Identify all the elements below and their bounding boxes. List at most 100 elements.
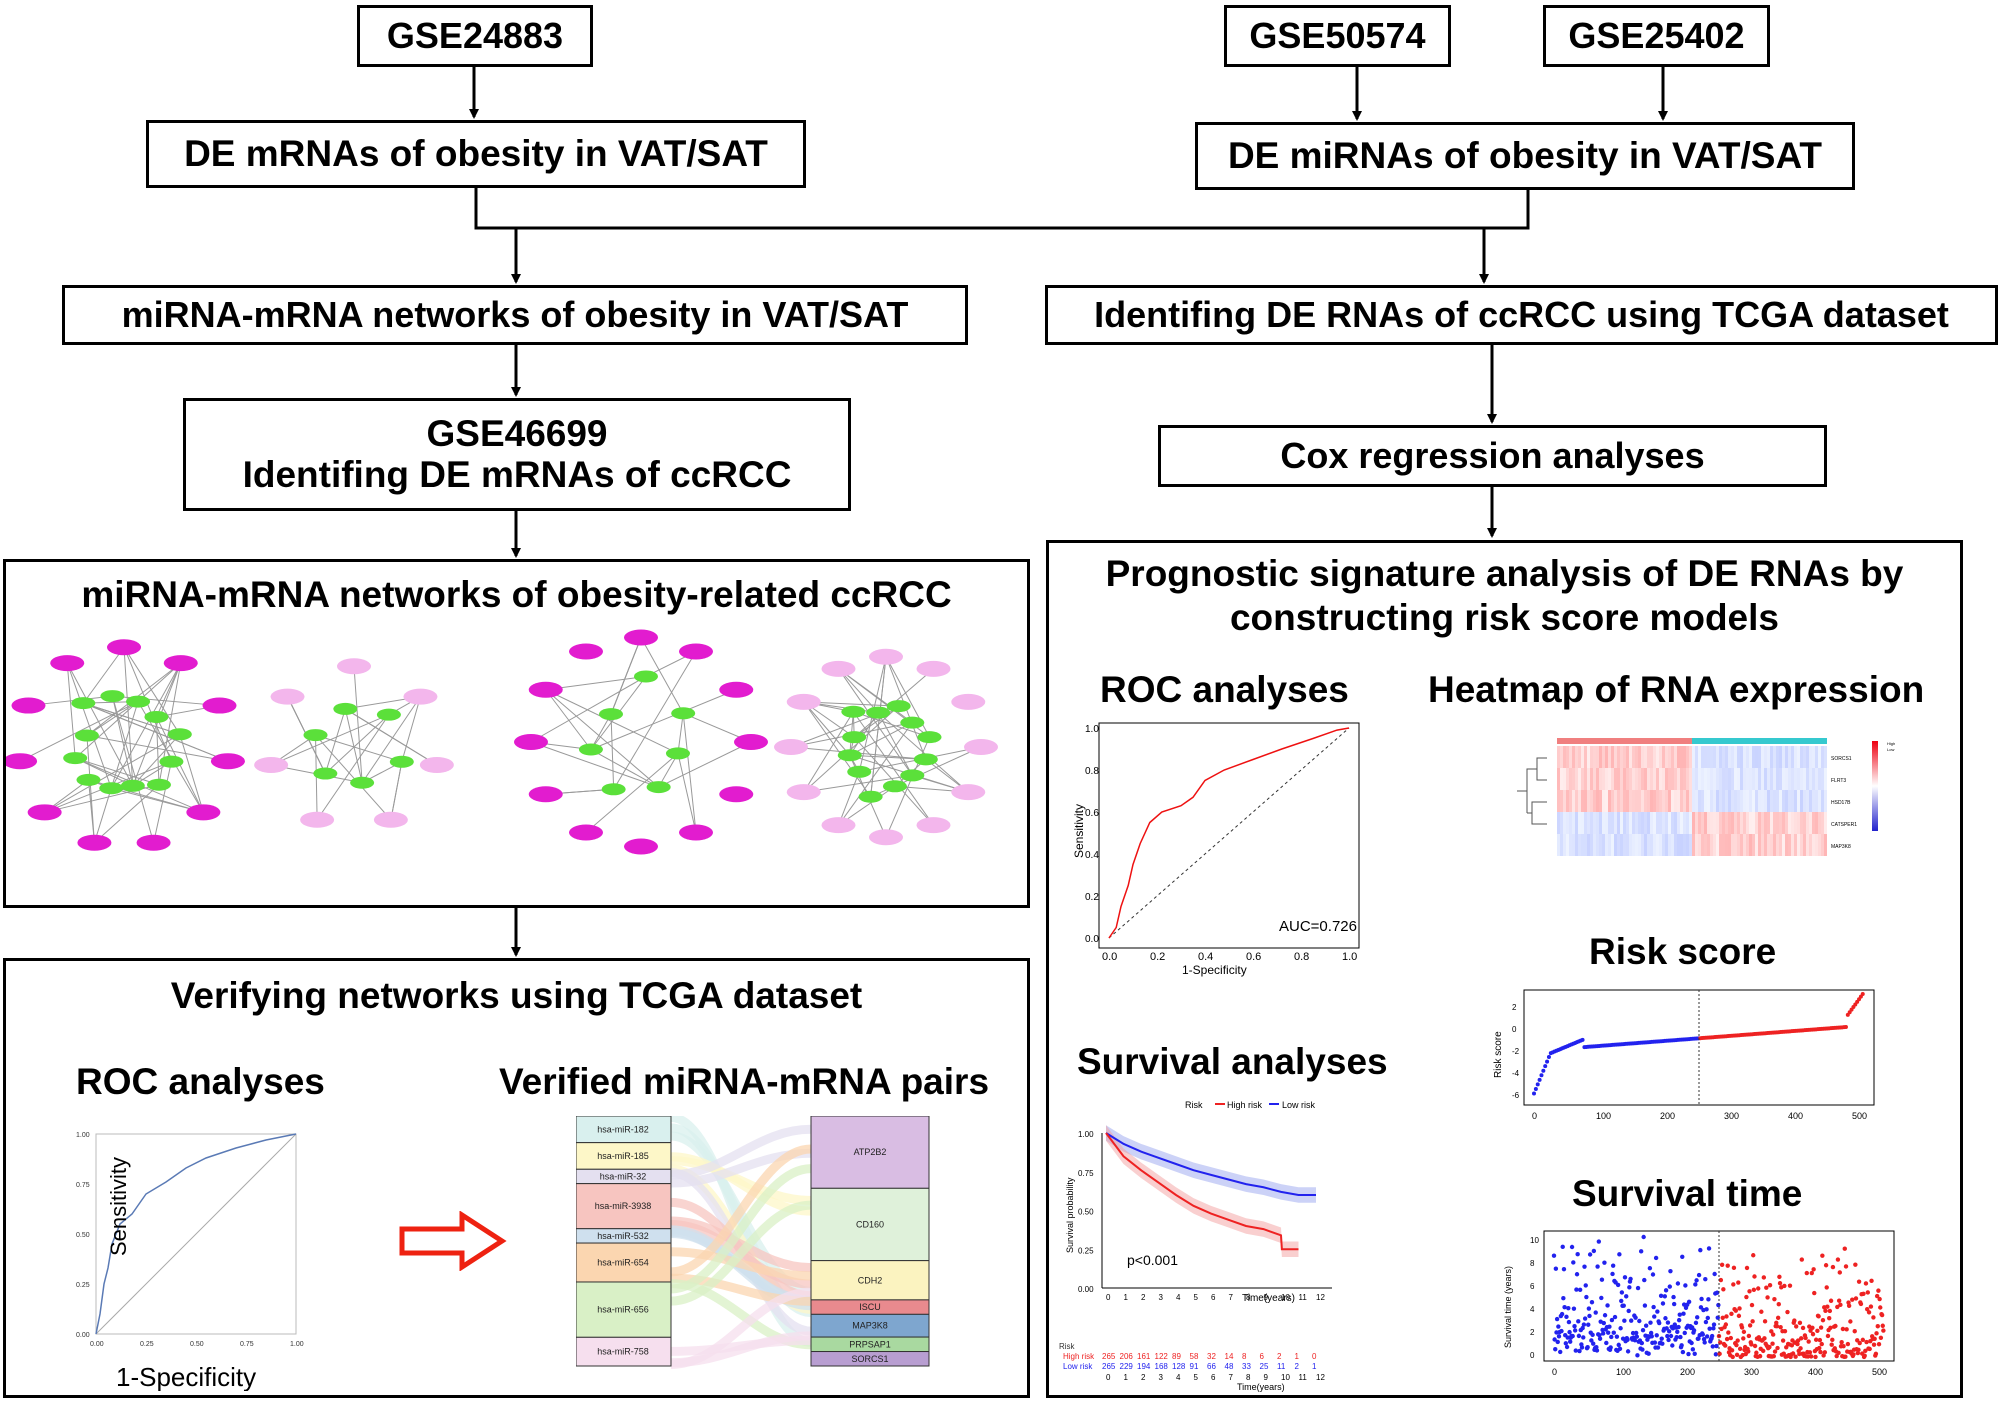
heatmap-cell [1734, 768, 1737, 790]
survtime-ytick: 0 [1530, 1351, 1535, 1360]
sankey-mirna-label: hsa-miR-654 [597, 1258, 649, 1268]
sankey-mrna-label: CD160 [856, 1219, 884, 1229]
survtime-point [1795, 1341, 1800, 1347]
survtime-point [1734, 1352, 1740, 1357]
heatmap-cell [1716, 768, 1719, 790]
roc-xtick: 1.0 [1342, 951, 1357, 963]
risk-table-high-value: 265 [1102, 1352, 1116, 1361]
heatmap-cell [1590, 746, 1593, 768]
heatmap-cell [1821, 790, 1824, 812]
survtime-point [1877, 1296, 1882, 1302]
survtime-point [1561, 1266, 1567, 1272]
survtime-point [1784, 1345, 1789, 1350]
survival-legend-high: High risk [1227, 1100, 1263, 1110]
heatmap-cell [1596, 834, 1599, 856]
survtime-point [1683, 1283, 1688, 1288]
heatmap-cell [1704, 768, 1707, 790]
heatmap-cell [1818, 834, 1821, 856]
heatmap-cell [1731, 790, 1734, 812]
survtime-point [1582, 1264, 1587, 1269]
survtime-point [1834, 1353, 1839, 1359]
survival-curve-low [1105, 1132, 1316, 1196]
survival-legend-low: Low risk [1282, 1100, 1316, 1110]
survtime-point [1714, 1343, 1719, 1349]
survtime-point [1729, 1311, 1734, 1317]
heatmap-cell [1797, 834, 1800, 856]
survtime-point [1566, 1305, 1571, 1311]
sankey-chart: hsa-miR-182hsa-miR-185hsa-miR-32hsa-miR-… [576, 1116, 930, 1369]
survtime-point [1591, 1341, 1596, 1346]
heatmap-cell [1698, 768, 1701, 790]
heatmap-cell [1734, 790, 1737, 812]
risk-table-high-value: 206 [1120, 1352, 1134, 1361]
heatmap-cell [1716, 790, 1719, 812]
heatmap-cell [1656, 812, 1659, 834]
roc-ytick: 0.4 [1085, 850, 1099, 861]
survtime-point [1665, 1333, 1670, 1339]
survival-ci-high [1106, 1125, 1299, 1257]
survtime-point [1650, 1272, 1656, 1277]
heatmap-cell [1743, 812, 1746, 834]
survtime-point [1774, 1320, 1779, 1325]
heatmap-cell [1806, 768, 1809, 790]
heatmap-cell [1605, 790, 1608, 812]
survtime-point [1840, 1326, 1846, 1332]
risk-table-high-value: 161 [1137, 1352, 1151, 1361]
mrna-node [578, 743, 603, 756]
risk-table-xtick: 8 [1246, 1373, 1251, 1382]
heatmap-cell [1800, 812, 1803, 834]
heatmap-cell [1716, 812, 1719, 834]
mirna-node [210, 753, 245, 770]
risk-table-high-value: 122 [1155, 1352, 1169, 1361]
survtime-point [1735, 1338, 1740, 1343]
mrna-node [126, 695, 151, 708]
survtime-point [1855, 1350, 1861, 1356]
roc-ytick: 0.25 [76, 1282, 90, 1289]
survtime-point [1712, 1271, 1717, 1277]
heatmap-title: Heatmap of RNA expression [1428, 669, 1925, 710]
heatmap-cell [1689, 790, 1692, 812]
dataset-gse24883-label: GSE24883 [386, 15, 564, 57]
heatmap-cell [1611, 746, 1614, 768]
heatmap-cell [1764, 834, 1767, 856]
heatmap-group-high [1557, 738, 1692, 744]
verify-roc-chart: 0.000.000.250.250.500.500.750.751.001.00… [76, 1132, 304, 1391]
network-graphs [6, 629, 998, 855]
survtime-point [1559, 1328, 1564, 1334]
mirna-node [869, 648, 903, 665]
mrna-node [913, 753, 938, 766]
heatmap-cell [1770, 746, 1773, 768]
network-edge [677, 753, 697, 833]
heatmap-cell [1659, 768, 1662, 790]
survtime-point [1777, 1281, 1783, 1286]
survtime-point [1594, 1344, 1599, 1350]
heatmap-cell [1671, 790, 1674, 812]
risk-table-low-value: 25 [1260, 1362, 1269, 1371]
survtime-point [1577, 1287, 1583, 1292]
heatmap-cell [1728, 834, 1731, 856]
survtime-point [1558, 1349, 1563, 1355]
survtime-point [1647, 1265, 1653, 1271]
heatmap-cell [1578, 834, 1581, 856]
heatmap-cell [1824, 768, 1827, 790]
survtime-point [1626, 1308, 1631, 1314]
survtime-point [1581, 1322, 1587, 1327]
survtime-point [1881, 1328, 1886, 1333]
heatmap-cell [1701, 834, 1704, 856]
survtime-point [1731, 1265, 1737, 1271]
survtime-point [1560, 1244, 1565, 1250]
survival-xtick: 9 [1264, 1293, 1269, 1302]
heatmap-cell [1821, 768, 1824, 790]
survtime-point [1811, 1267, 1816, 1272]
survtime-point [1816, 1314, 1821, 1319]
heatmap-cell [1755, 746, 1758, 768]
mirna-node [786, 784, 821, 801]
survtime-point [1761, 1275, 1767, 1280]
heatmap-cell [1722, 834, 1725, 856]
heatmap-cell [1737, 746, 1740, 768]
survtime-point [1752, 1274, 1757, 1279]
survtime-point [1857, 1340, 1862, 1346]
network-edge [111, 695, 134, 786]
survtime-point [1601, 1320, 1607, 1326]
heatmap-cell [1713, 746, 1716, 768]
